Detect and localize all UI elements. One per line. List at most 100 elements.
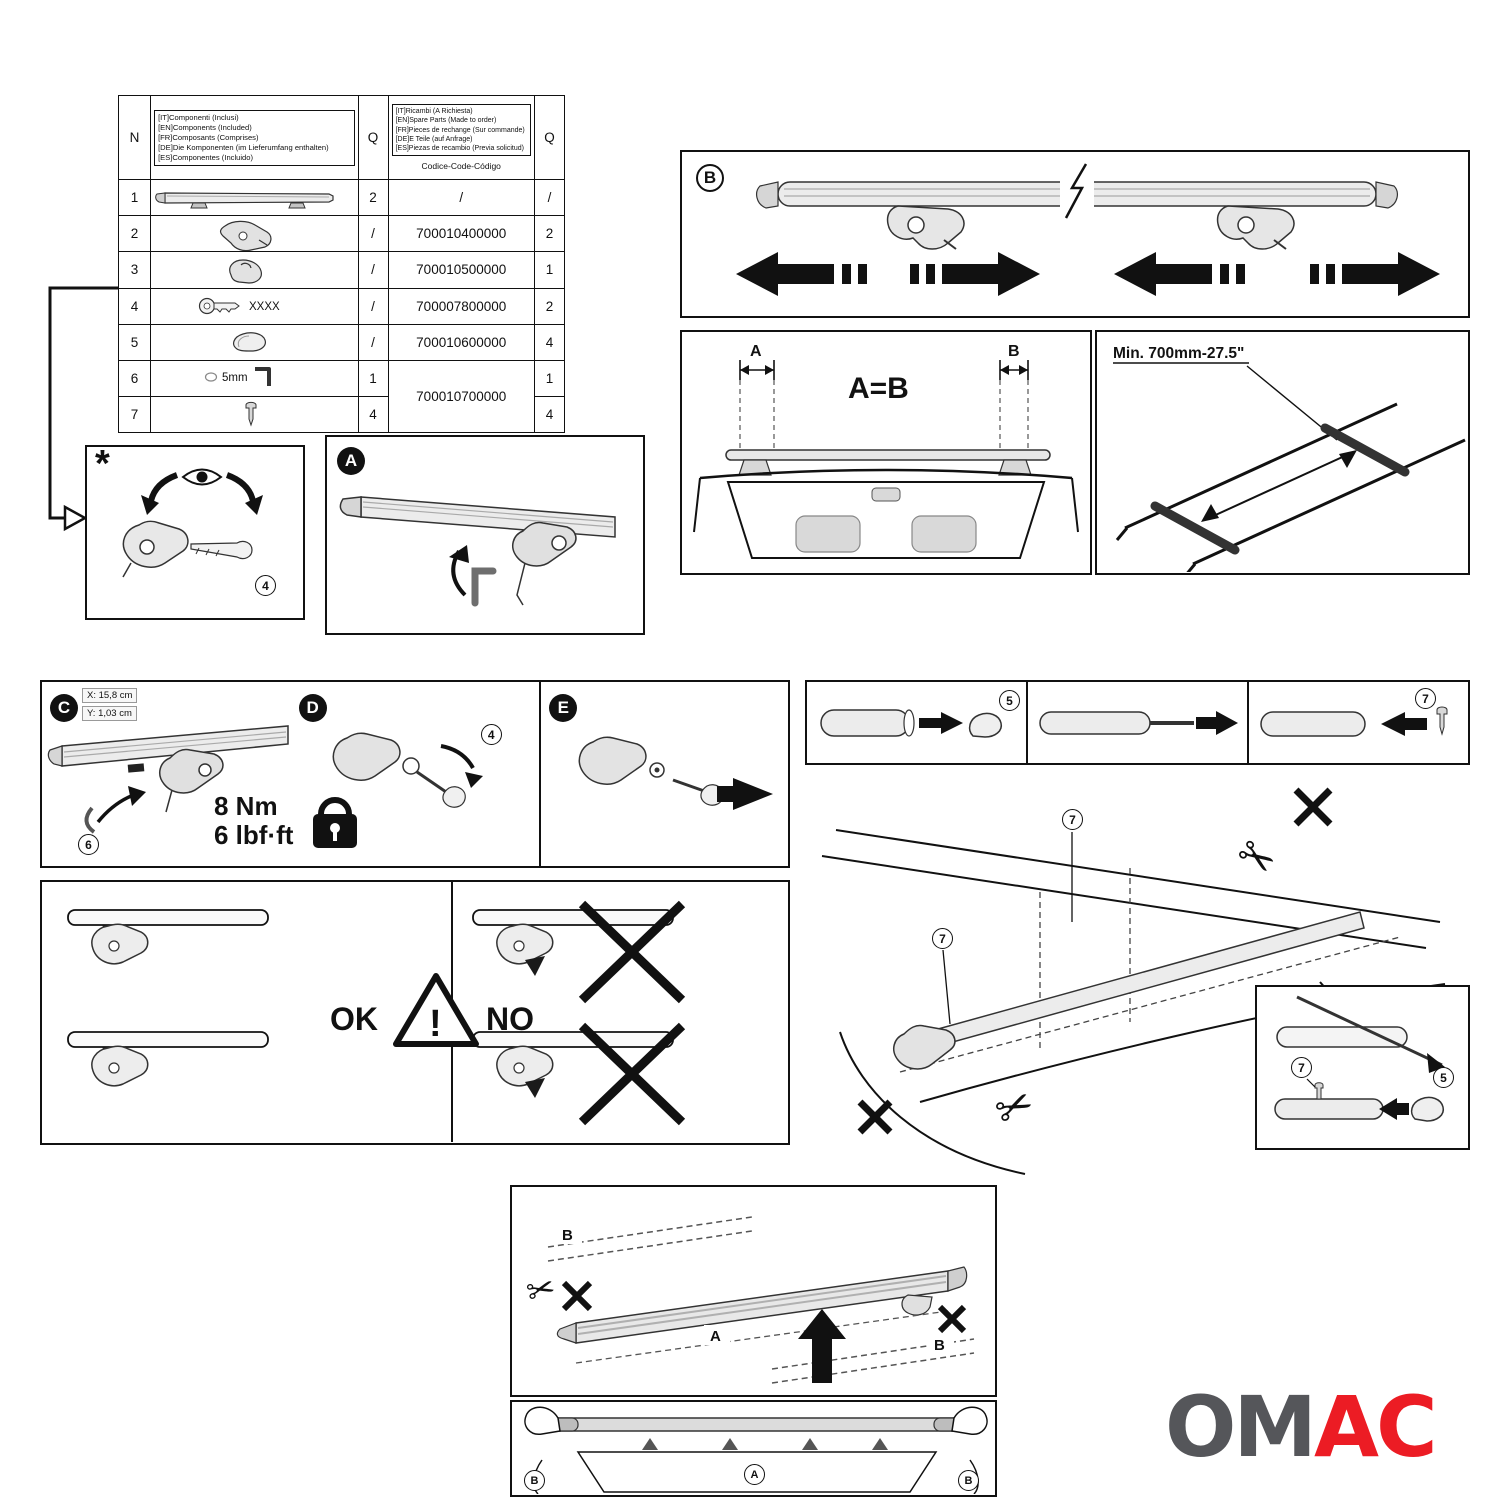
hand-right <box>951 1406 988 1435</box>
scissors-icon: ✂ <box>988 1078 1042 1138</box>
part-code: / <box>459 190 464 206</box>
panel-a-badge: A <box>337 447 365 475</box>
panel-rear-mount: B A B <box>510 1400 997 1497</box>
table-row: 4 XXXX / 700007800000 2 <box>117 287 566 325</box>
hook-strap <box>84 806 96 834</box>
allen-key <box>471 567 497 607</box>
panel-row-caps: 5 7 <box>805 680 1470 765</box>
ref-5: 5 <box>999 690 1020 711</box>
up-arrow <box>722 1438 738 1450</box>
x-mark-icon <box>561 1280 593 1312</box>
panel-equal-spacing: A B A=B <box>680 330 1092 575</box>
panel-e-remove-key: E <box>539 682 788 866</box>
roof-alignment-illustration: ✂ ✂ 7 7 <box>800 772 1470 1212</box>
ref-7: 7 <box>932 928 953 949</box>
dim-a-label: A <box>750 343 762 360</box>
foot-clamp <box>512 521 577 567</box>
pull-arrow <box>1196 711 1238 735</box>
scissors-icon: ✂ <box>1227 828 1285 889</box>
table-header-row: N [IT]Componenti (Inclusi) [EN]Component… <box>117 94 566 181</box>
table-row: 3 / 700010500000 1 <box>117 251 566 289</box>
ref-a: A <box>744 1464 765 1485</box>
ref-7: 7 <box>1291 1057 1312 1078</box>
up-arrow <box>872 1438 888 1450</box>
center-dashed-line <box>575 1310 949 1364</box>
correct-grip-bottom <box>67 1031 269 1087</box>
seat-left <box>795 515 861 553</box>
y-dimension-label: Y: 1,03 cm <box>82 706 137 721</box>
table-row: 6 5mm 1 700010700000 1 <box>117 359 566 434</box>
x-mark-icon <box>578 1022 686 1126</box>
cross-bar <box>537 1417 975 1432</box>
tension-rod <box>1296 995 1443 1067</box>
distance-arrow <box>1208 453 1350 519</box>
endcap-insert-illustration <box>820 709 1003 738</box>
lock-cover-icon <box>229 259 263 284</box>
bar-assembly-illustration: B B ✂ A <box>522 1216 975 1384</box>
ref-b: B <box>524 1470 545 1491</box>
included-header-cell: [IT]Componenti (Inclusi) [EN]Components … <box>150 94 359 181</box>
cross-bar <box>725 449 1051 461</box>
ref-leader <box>942 949 951 1025</box>
panel-e-badge: E <box>549 694 578 722</box>
cross-bar-icon <box>155 192 334 209</box>
warning-triangle-icon <box>393 973 479 1047</box>
panel-d-badge: D <box>298 694 327 722</box>
key-lock-illustration <box>122 468 263 578</box>
key-lock-detail-panel: * 4 <box>85 443 305 620</box>
rubber-gasket <box>127 763 145 773</box>
cross-bar-front <box>1150 501 1240 555</box>
slide-left-arrow <box>736 252 834 296</box>
equation-label: A=B <box>848 372 909 405</box>
rotate-right-arrow <box>225 472 256 502</box>
panel-rod-insert <box>1026 682 1247 763</box>
slide-right-arrow <box>1342 252 1440 296</box>
body-side-line <box>839 1031 1026 1175</box>
end-cap <box>968 712 1003 738</box>
bar-end <box>1274 1098 1384 1120</box>
table-row: 1 2 / / <box>117 179 566 217</box>
up-arrow <box>802 1438 818 1450</box>
bar-profile <box>1039 711 1151 735</box>
torque-lbf: 6 lbf·ft <box>214 819 294 850</box>
rod-insert-illustration <box>1039 711 1238 735</box>
spare-header-cell: [IT]Ricambi (A Richiesta) [EN]Spare Part… <box>387 94 535 181</box>
foot-left <box>738 459 772 476</box>
foot-right <box>1216 205 1295 250</box>
padlock-shackle <box>317 797 352 815</box>
clamp-bracket-icon <box>220 220 272 251</box>
rear-view-mirror <box>871 487 901 502</box>
roof-line <box>699 468 1073 480</box>
x-mark-icon <box>578 900 686 1004</box>
included-components-header: [IT]Componenti (Inclusi) [EN]Components … <box>154 109 355 166</box>
panel-rod-cap-detail: 7 5 <box>1255 985 1470 1150</box>
bar-end <box>820 709 910 737</box>
correct-grip-top <box>67 909 269 965</box>
min-distance-label: Min. 700mm-27.5" <box>1113 345 1244 362</box>
up-arrow <box>642 1438 658 1450</box>
bar-slide-illustration <box>736 163 1440 296</box>
panel-b-slide-feet: B <box>680 150 1470 318</box>
panel-endcap-insert: 5 <box>807 682 1026 763</box>
hand-left <box>524 1406 561 1435</box>
logo-left: OM <box>1165 1378 1317 1476</box>
code-label: Codice-Code-Código <box>421 161 501 172</box>
col-q-spare-header: Q <box>533 94 566 181</box>
logo-right: AC <box>1314 1378 1438 1476</box>
turn-arrow <box>440 744 475 770</box>
rail-b-label: B <box>934 1337 945 1354</box>
foot-clamp <box>579 736 647 785</box>
break-symbol <box>1064 163 1088 219</box>
ok-label: OK <box>330 1001 378 1037</box>
t-bolt-icon <box>245 402 257 427</box>
seat-right <box>911 515 977 553</box>
rotate-left-arrow <box>148 472 179 502</box>
rail-b-label: B <box>562 1227 573 1244</box>
lock-cylinder <box>139 539 155 555</box>
slide-right-arrow <box>942 252 1040 296</box>
cross-bar-rear <box>1320 423 1410 477</box>
lock-cylinder <box>401 757 420 775</box>
part-code: 700007800000 <box>416 298 507 314</box>
table-row: 2 / 700010400000 2 <box>117 215 566 253</box>
